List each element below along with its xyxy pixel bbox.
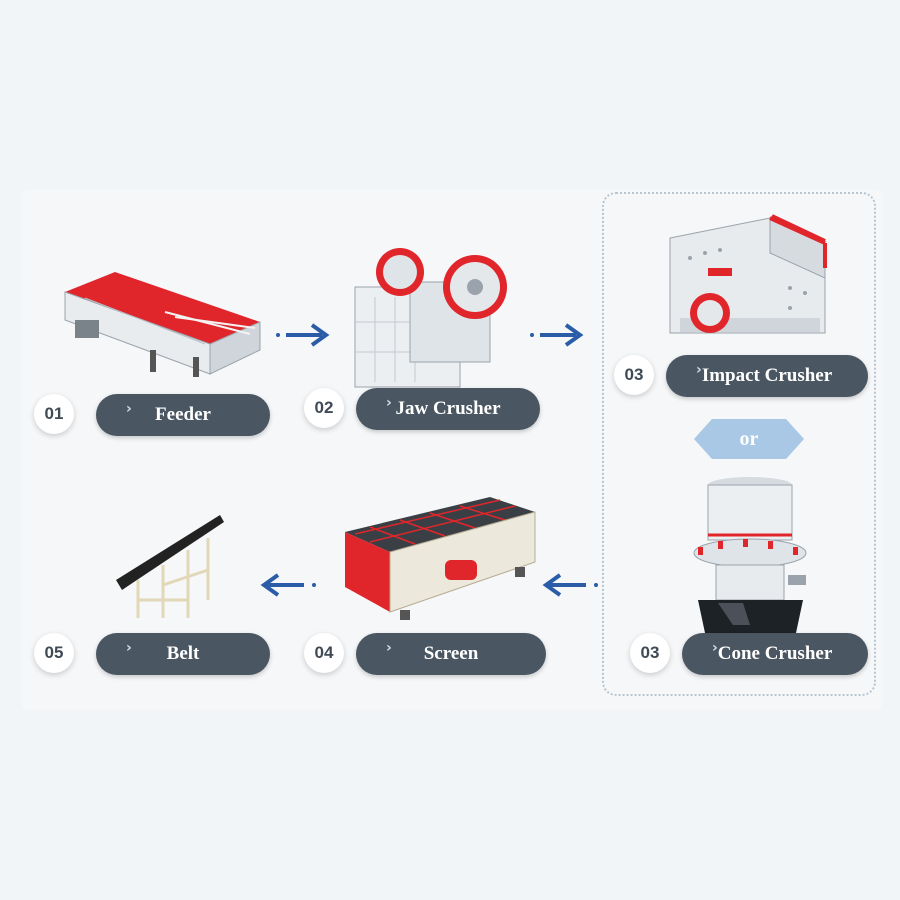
step-number: 05 [34, 633, 74, 673]
step-label: Belt [166, 643, 200, 664]
or-label: or [739, 428, 759, 450]
arrow-right-icon [274, 322, 334, 353]
step-label: Cone Crusher [717, 643, 833, 664]
chevron-right-icon: › [712, 640, 718, 656]
cone-crusher-icon [688, 475, 813, 635]
vibrating-feeder-icon [55, 262, 265, 382]
jaw-crusher-icon [350, 242, 510, 392]
step-label: Screen [423, 643, 479, 664]
step-label: Jaw Crusher [395, 398, 501, 419]
chevron-right-icon: › [696, 362, 702, 378]
vibrating-screen-icon [340, 492, 540, 627]
step-pill: › Belt [96, 633, 270, 675]
step-pill: › Feeder [96, 394, 270, 436]
chevron-right-icon: › [126, 640, 132, 656]
chevron-right-icon: › [126, 401, 132, 417]
arrow-left-icon [540, 572, 600, 603]
or-badge: or [694, 419, 804, 459]
step-label: Feeder [155, 404, 211, 425]
chevron-right-icon: › [386, 395, 392, 411]
step-number: 04 [304, 633, 344, 673]
step-feeder: › Feeder 01 [34, 394, 270, 436]
impact-crusher-icon [660, 208, 830, 353]
step-number: 02 [304, 388, 344, 428]
crusher-alternatives-box [602, 192, 876, 696]
step-screen: › Screen 04 [304, 633, 546, 675]
step-pill: › Jaw Crusher [356, 388, 540, 430]
step-number: 01 [34, 394, 74, 434]
step-label: Impact Crusher [701, 365, 833, 386]
belt-conveyor-icon [108, 510, 228, 620]
step-jaw-crusher: › Jaw Crusher 02 [304, 388, 540, 430]
step-pill: › Impact Crusher [666, 355, 868, 397]
step-number: 03 [630, 633, 670, 673]
arrow-right-icon [528, 322, 588, 353]
step-number: 03 [614, 355, 654, 395]
arrow-left-icon [258, 572, 318, 603]
step-pill: › Cone Crusher [682, 633, 868, 675]
step-impact-crusher: › Impact Crusher 03 [614, 355, 868, 397]
chevron-right-icon: › [386, 640, 392, 656]
step-belt: › Belt 05 [34, 633, 270, 675]
step-cone-crusher: › Cone Crusher 03 [630, 633, 868, 675]
step-pill: › Screen [356, 633, 546, 675]
